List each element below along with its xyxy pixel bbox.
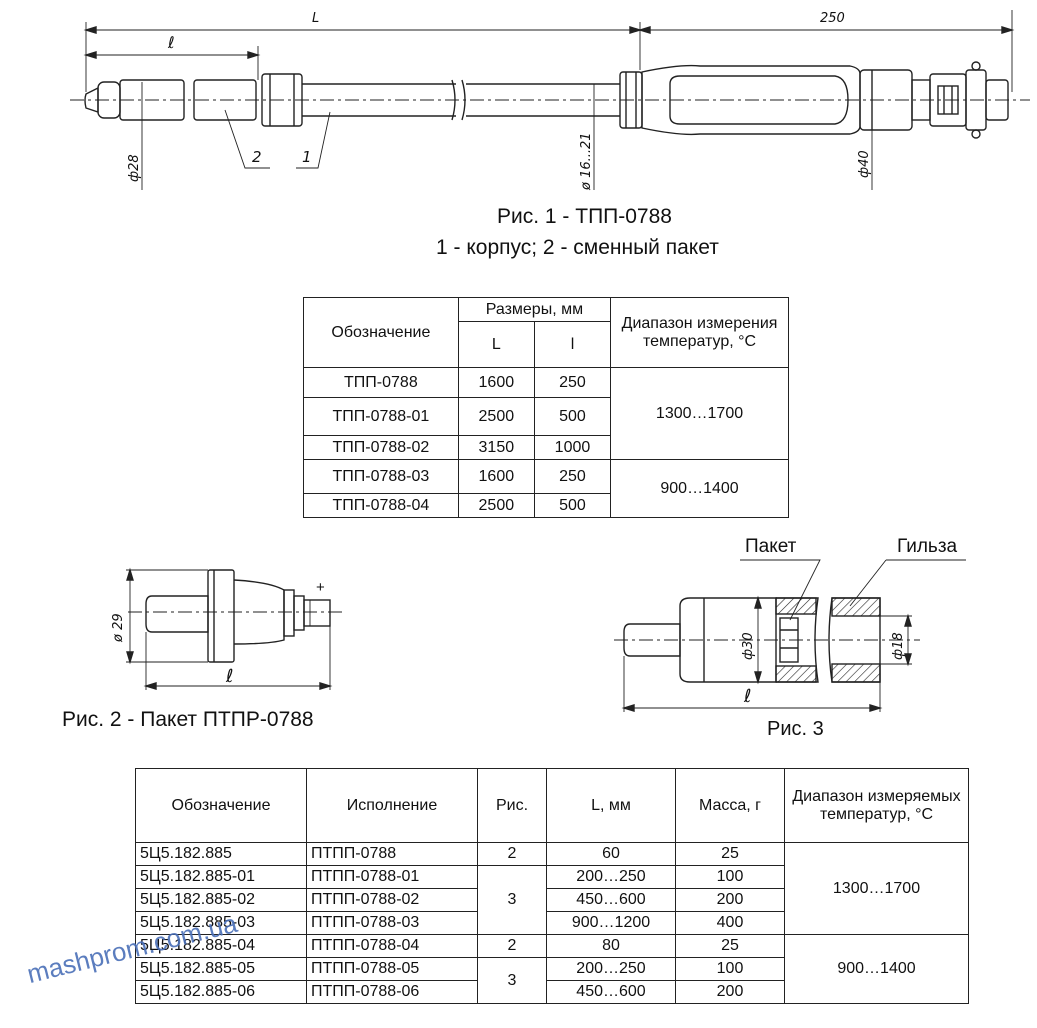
table2-header-designation: Обозначение — [135, 768, 307, 843]
fig1-dim-L: L — [312, 11, 319, 26]
fig3-caption: Рис. 3 — [767, 718, 824, 740]
fig1-dim-250: 250 — [820, 11, 845, 26]
table-row: ТПП-0788-04 2500 500 — [303, 493, 789, 518]
fig2-dim-d29: ø 29 — [111, 613, 126, 643]
table1-header-designation: Обозначение — [303, 297, 459, 368]
fig1-caption-line2: 1 - корпус; 2 - сменный пакет — [436, 236, 719, 259]
table1-header-L: L — [457, 321, 535, 368]
table1: Обозначение Размеры, мм Диапазон измерен… — [303, 297, 789, 518]
table-row: 5Ц5.182.885-04 ПТПП-0788-04 2 80 25 900…… — [135, 934, 969, 1004]
table1-header-l: l — [533, 321, 612, 368]
table2-fig-a: 2 — [477, 842, 547, 866]
fig3-label-paket: Пакет — [745, 536, 797, 557]
fig3-dim-l: ℓ — [743, 686, 751, 707]
table-row: 5Ц5.182.885-02 ПТПП-0788-02 450…600 200 — [135, 888, 969, 912]
table2-header-range: Диапазон измеряемых температур, °С — [784, 768, 969, 843]
fig1-drawing: L ℓ 250 ф28 ø 16...21 ф40 2 1 — [70, 10, 1030, 191]
fig2-dim-l: ℓ — [225, 666, 233, 687]
table-row: 5Ц5.182.885-03 ПТПП-0788-03 900…1200 400 — [135, 911, 969, 935]
table2-header-L: L, мм — [546, 768, 676, 843]
table2: Обозначение Исполнение Рис. L, мм Масса,… — [135, 768, 969, 1004]
table2-fig-d: 3 — [477, 957, 547, 1004]
fig3-label-gilza: Гильза — [897, 536, 958, 557]
table2-fig-b: 3 — [477, 865, 547, 935]
fig1-caption-line1: Рис. 1 - ТПП-0788 — [497, 205, 672, 228]
fig3-dim-d18: ф18 — [891, 632, 906, 660]
fig1-dim-d16: ø 16...21 — [579, 132, 594, 191]
table2-header-version: Исполнение — [306, 768, 478, 843]
table2-header-fig: Рис. — [477, 768, 547, 843]
table-row: ТПП-0788-03 1600 250 900…1400 — [303, 459, 789, 518]
table-row: ТПП-0788 1600 250 1300…1700 — [303, 367, 789, 460]
table-row: ТПП-0788-01 2500 500 — [303, 397, 789, 436]
fig1-callout-1: 1 — [302, 148, 312, 166]
table-row: 5Ц5.182.885-01 ПТПП-0788-01 3 200…250 10… — [135, 865, 969, 935]
table2-range-a: 1300…1700 — [784, 842, 969, 935]
table2-range-b: 900…1400 — [784, 934, 969, 1004]
fig1-callout-2: 2 — [252, 148, 262, 166]
fig1-dim-l: ℓ — [167, 33, 175, 52]
table2-header-mass: Масса, г — [675, 768, 785, 843]
table1-range-a: 1300…1700 — [610, 367, 789, 460]
fig2-plus-sign: + — [316, 579, 325, 596]
fig3-dim-d30: ф30 — [741, 632, 756, 660]
table-row: ТПП-0788-02 3150 1000 — [303, 435, 789, 460]
fig1-dim-d40: ф40 — [857, 150, 872, 178]
table1-header-sizes: Размеры, мм — [457, 297, 612, 322]
fig1-dim-d28: ф28 — [127, 154, 142, 182]
table-row: 5Ц5.182.885-06 ПТПП-0788-06 450…600 200 — [135, 980, 969, 1004]
table2-fig-c: 2 — [477, 934, 547, 958]
fig2-caption: Рис. 2 - Пакет ПТПР-0788 — [62, 708, 314, 731]
table1-header-range: Диапазон измерения температур, °С — [610, 297, 789, 368]
table-row: 5Ц5.182.885 ПТПП-0788 2 60 25 1300…1700 — [135, 842, 969, 935]
table1-range-b: 900…1400 — [610, 459, 789, 518]
